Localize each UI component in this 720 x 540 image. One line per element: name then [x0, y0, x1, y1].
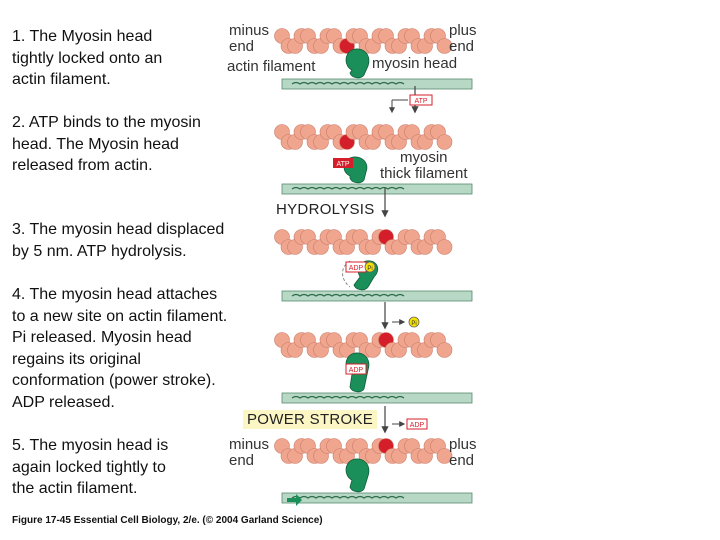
adp-bound-tag-4: ADP — [345, 363, 367, 375]
thick-filament — [281, 78, 473, 90]
actin-monomer — [436, 342, 453, 358]
panel-1 — [274, 28, 473, 90]
step-2-text: 2. ATP binds to the myosin head. The Myo… — [12, 114, 201, 174]
thick-filament — [281, 290, 473, 302]
actin-filament — [274, 332, 453, 358]
actin-filament — [274, 124, 453, 150]
actin-monomer — [436, 38, 453, 54]
myosin-tail — [291, 395, 405, 399]
figure-caption: Figure 17-45 Essential Cell Biology, 2/e… — [12, 515, 323, 526]
actin-monomer — [436, 448, 453, 464]
actin-monomer — [436, 134, 453, 150]
actin-filament-label: actin filament — [227, 58, 316, 75]
atp-bound-label: ATP — [336, 161, 349, 168]
pi-released-tag: Pi — [408, 316, 420, 328]
actin-filament — [274, 229, 453, 255]
cycle-arrows — [287, 86, 419, 506]
myosin-head-label: myosin head — [372, 55, 458, 72]
adp-pi-tag-3: ADP Pi — [345, 261, 376, 273]
adp-bound-label: ADP — [349, 367, 364, 374]
atp-tag-1: ATP — [409, 94, 433, 106]
thick-filament — [281, 492, 473, 504]
adp-released-label: ADP — [410, 422, 425, 429]
power-stroke-banner: POWER STROKE — [243, 410, 378, 429]
myosin-tail — [291, 495, 405, 499]
pi-label: Pi — [367, 266, 372, 272]
plus-end-label-top: plus end — [449, 22, 477, 55]
hydrolysis-banner: HYDROLYSIS — [272, 200, 379, 219]
panel-5 — [274, 438, 473, 504]
myosin-tail — [291, 81, 405, 85]
step-3-text: 3. The myosin head displaced by 5 nm. AT… — [12, 221, 225, 260]
step-1-text: 1. The Myosin head tightly locked onto a… — [12, 28, 163, 88]
adp-label: ADP — [349, 265, 364, 272]
minus-end-label-top: minus end — [229, 22, 270, 55]
actin-filament — [274, 438, 453, 464]
thick-filament-movement-arrow — [287, 494, 302, 506]
step-5-text: 5. The myosin head is again locked tight… — [12, 437, 169, 497]
actin-monomer — [436, 239, 453, 255]
plus-end-label-bottom: plus end — [449, 436, 477, 469]
actin-filament — [274, 28, 453, 54]
thick-filament — [281, 183, 473, 195]
atp-tag-2: ATP — [333, 158, 353, 168]
panel-4 — [274, 332, 473, 404]
step-4-text: 4. The myosin head attaches to a new sit… — [12, 286, 228, 411]
myosin-tail — [291, 186, 405, 190]
panel-3 — [274, 229, 473, 302]
myosin-thick-filament-label: myosin thick filament — [380, 149, 468, 182]
myosin-head — [345, 48, 370, 79]
minus-end-label-bottom: minus end — [229, 436, 270, 469]
myosin-head — [345, 458, 370, 493]
adp-released-tag: ADP — [406, 418, 428, 430]
thick-filament — [281, 392, 473, 404]
myosin-tail — [291, 293, 405, 297]
panel-2 — [274, 124, 473, 195]
pi-released-label: Pi — [411, 321, 416, 327]
atp-label: ATP — [414, 98, 427, 105]
